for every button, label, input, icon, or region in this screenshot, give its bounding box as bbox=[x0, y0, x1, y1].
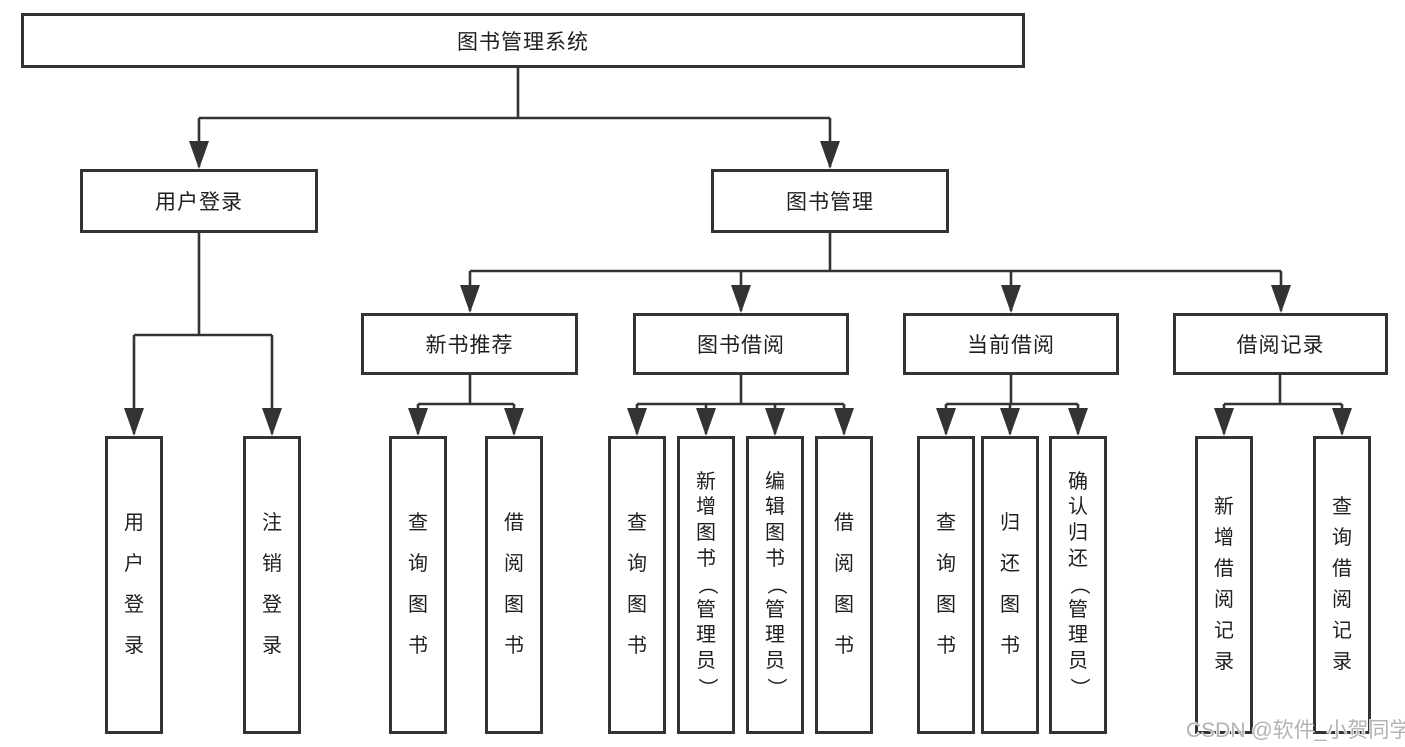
leaf-newbook-query-books: 查询图书 bbox=[389, 436, 447, 734]
leaf-newbook-borrow-books: 借阅图书 bbox=[485, 436, 543, 734]
node-book-management: 图书管理 bbox=[711, 169, 949, 233]
leaf-borrow-borrow-books: 借阅图书 bbox=[815, 436, 873, 734]
node-library-system: 图书管理系统 bbox=[21, 13, 1025, 68]
node-book-borrowing: 图书借阅 bbox=[633, 313, 849, 375]
leaf-current-query-books: 查询图书 bbox=[917, 436, 975, 734]
leaf-records-query-record: 查询借阅记录 bbox=[1313, 436, 1371, 734]
leaf-borrow-query-books: 查询图书 bbox=[608, 436, 666, 734]
leaf-user-login: 用户登录 bbox=[105, 436, 163, 734]
leaf-records-add-record: 新增借阅记录 bbox=[1195, 436, 1253, 734]
node-user-login: 用户登录 bbox=[80, 169, 318, 233]
node-borrowing-records: 借阅记录 bbox=[1173, 313, 1388, 375]
leaf-borrow-edit-books-admin: 编辑图书（管理员） bbox=[746, 436, 804, 734]
leaf-borrow-add-books-admin: 新增图书（管理员） bbox=[677, 436, 735, 734]
node-new-book-recommend: 新书推荐 bbox=[361, 313, 578, 375]
leaf-current-return-books: 归还图书 bbox=[981, 436, 1039, 734]
node-current-borrowing: 当前借阅 bbox=[903, 313, 1119, 375]
csdn-watermark: CSDN @软件_小贺同学 bbox=[1186, 719, 1405, 742]
leaf-logout: 注销登录 bbox=[243, 436, 301, 734]
leaf-current-confirm-return-admin: 确认归还（管理员） bbox=[1049, 436, 1107, 734]
